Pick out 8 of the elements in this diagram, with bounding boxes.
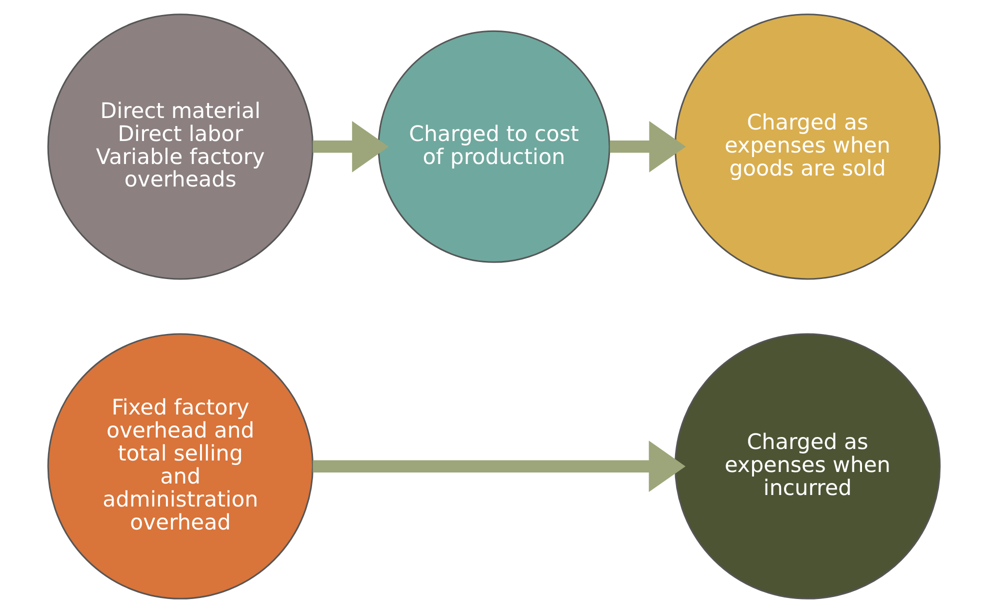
node-circle: Charged to cost of production <box>377 30 610 263</box>
arrow <box>609 120 686 172</box>
node-circle: Charged as expenses when goods are sold <box>674 14 940 280</box>
node-circle: Fixed factory overhead and total selling and administration overhead <box>46 333 313 600</box>
arrow <box>312 440 686 492</box>
arrow <box>312 120 388 172</box>
node-circle: Charged as expenses when incurred <box>674 333 940 600</box>
node-circle: Direct material Direct labor Variable factory overheads <box>46 14 313 280</box>
